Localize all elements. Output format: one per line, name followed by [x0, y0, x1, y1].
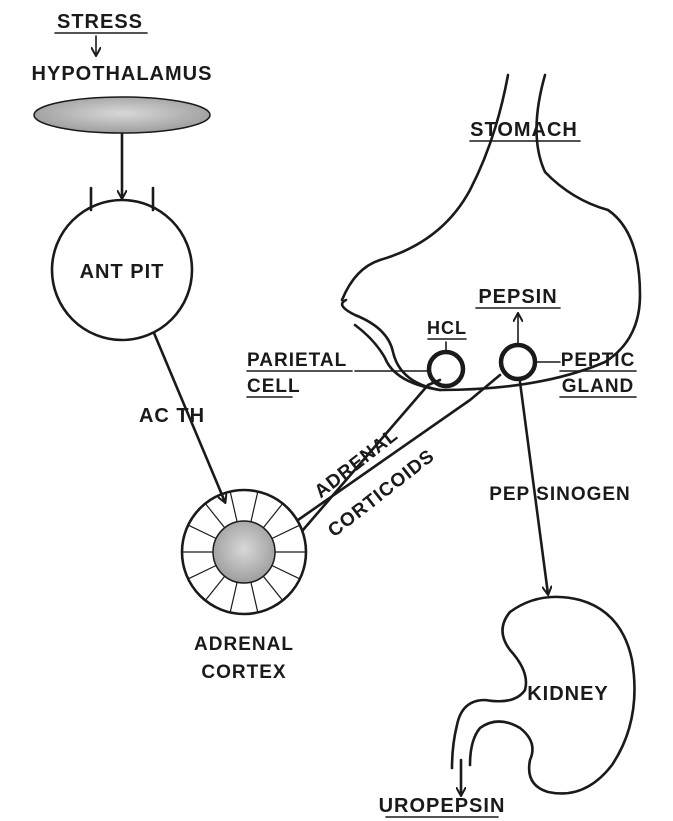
adrenal-cortex-spoke: [263, 576, 282, 600]
adrenal-cortex-label-line2: CORTEX: [201, 662, 286, 683]
kidney-hilum: [452, 612, 526, 768]
peptic-label-line2: GLAND: [562, 376, 635, 397]
adrenal-cortex-spoke: [263, 504, 282, 528]
pepsinogen-label: PEP SINOGEN: [489, 484, 631, 505]
adrenal-cortex-spoke: [188, 525, 216, 538]
stress-label: STRESS: [57, 11, 143, 33]
adrenal-cortex-spoke: [230, 492, 237, 522]
adrenal-cortex-spoke: [251, 582, 258, 612]
adrenal-cortex-spoke: [230, 582, 237, 612]
pepsin-label: PEPSIN: [478, 286, 557, 308]
parietal-label-line2: CELL: [247, 376, 301, 397]
peptic-gland-circle: [501, 345, 535, 379]
ant-pit-label: ANT PIT: [80, 261, 165, 283]
hypothalamus-label: HYPOTHALAMUS: [32, 63, 213, 85]
stomach-outline-inner: [342, 75, 508, 300]
adrenal-cortex-spoke: [272, 525, 300, 538]
adrenal-cortex-spoke: [205, 504, 224, 528]
adrenal-medulla: [213, 521, 275, 583]
hcl-label: HCL: [427, 318, 467, 338]
adrenal-cortex-spoke: [251, 492, 258, 522]
stomach-label: STOMACH: [470, 119, 578, 141]
adrenal-cortex-spoke: [205, 576, 224, 600]
parietal-label-line1: PARIETAL: [247, 350, 347, 371]
uropepsin-label: UROPEPSIN: [379, 795, 506, 817]
adrenal-cortex-spoke: [272, 566, 300, 579]
adrenal-cortex: [182, 490, 306, 614]
kidney-label: KIDNEY: [527, 683, 609, 705]
hypothalamus-shape: [34, 97, 210, 133]
acth-label: AC TH: [139, 405, 205, 427]
adrenal-corticoids-label-line2: CORTICOIDS: [324, 446, 439, 542]
adrenal-cortex-spoke: [188, 566, 216, 579]
adrenal-cortex-label-line1: ADRENAL: [194, 634, 294, 655]
peptic-label-line1: PEPTIC: [561, 350, 636, 371]
parietal-cell-circle: [429, 352, 463, 386]
